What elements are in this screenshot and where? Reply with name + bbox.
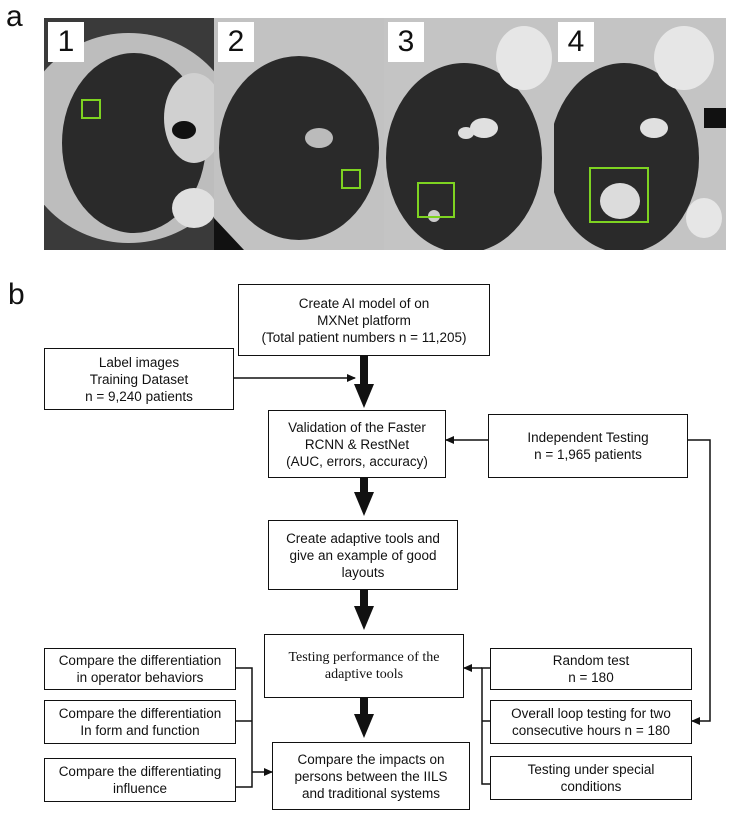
box-independent-testing: Independent Testing n = 1,965 patients [488,414,688,478]
box-compare-behaviors: Compare the differentiation in operator … [44,648,236,690]
box-adaptive-tools: Create adaptive tools and give an exampl… [268,520,458,590]
ct-image-number: 3 [388,22,424,62]
box-random-test: Random test n = 180 [490,648,692,690]
box-compare-form: Compare the differentiation In form and … [44,700,236,744]
ct-image-4: 4 [554,18,726,250]
box-validation: Validation of the Faster RCNN & RestNet … [268,410,446,478]
panel-a-label: a [6,0,23,33]
box-compare-impacts: Compare the impacts on persons between t… [272,742,470,810]
box-label-images: Label images Training Dataset n = 9,240 … [44,348,234,410]
box-create-model: Create AI model of on MXNet platform (To… [238,284,490,356]
arrow-independent-to-loop [688,439,711,725]
ct-image-2: 2 [214,18,384,250]
ct-image-3: 3 [384,18,554,250]
box-compare-influence: Compare the differentiating influence [44,758,236,802]
ct-image-number: 2 [218,22,254,62]
ct-image-number: 1 [48,22,84,62]
ct-image-number: 4 [558,22,594,62]
panel-b-label: b [8,278,25,311]
ct-image-1: 1 [44,18,214,250]
box-overall-loop: Overall loop testing for two consecutive… [490,700,692,744]
box-testing-performance: Testing performance of the adaptive tool… [264,634,464,698]
box-special-conditions: Testing under special conditions [490,756,692,800]
